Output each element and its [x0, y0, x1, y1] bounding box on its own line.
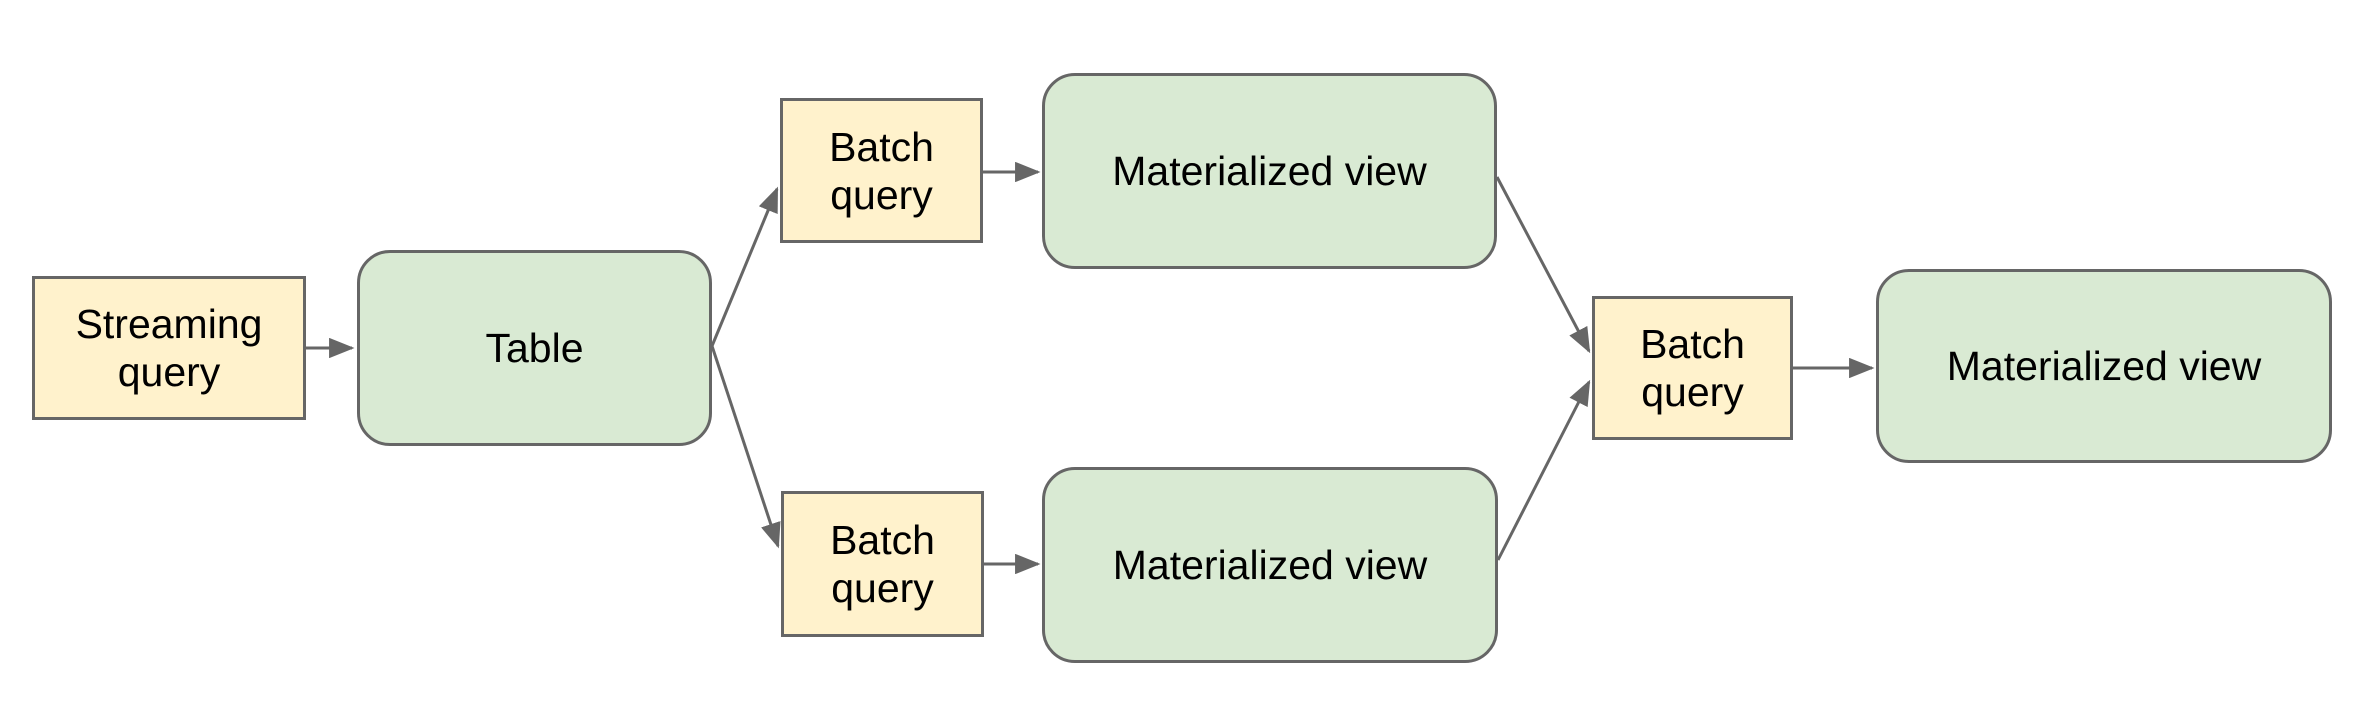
node-streaming-query: Streaming query — [32, 276, 306, 420]
edge-materialized-view-bottom-to-batch-query-right — [1496, 379, 1591, 561]
node-table: Table — [357, 250, 712, 446]
node-streaming-query-label: Streaming query — [75, 301, 263, 395]
edge-materialized-view-top-to-batch-query-right — [1495, 176, 1591, 354]
edge-table-to-batch-query-bottom — [710, 345, 781, 549]
node-batch-query-right: Batch query — [1592, 296, 1793, 440]
node-materialized-view-right: Materialized view — [1876, 269, 2332, 463]
node-batch-query-bottom: Batch query — [781, 491, 984, 637]
node-materialized-view-top-label: Materialized view — [1112, 148, 1427, 194]
node-batch-query-top-label: Batch query — [829, 123, 934, 218]
node-materialized-view-bottom-label: Materialized view — [1112, 542, 1428, 588]
edge-table-to-batch-query-top — [710, 186, 779, 347]
node-materialized-view-top: Materialized view — [1042, 73, 1497, 269]
node-batch-query-top: Batch query — [780, 98, 983, 243]
node-batch-query-right-label: Batch query — [1640, 321, 1745, 415]
node-materialized-view-bottom: Materialized view — [1042, 467, 1498, 663]
node-table-label: Table — [485, 325, 584, 371]
node-batch-query-bottom-label: Batch query — [830, 517, 935, 611]
node-materialized-view-right-label: Materialized view — [1946, 343, 2262, 389]
